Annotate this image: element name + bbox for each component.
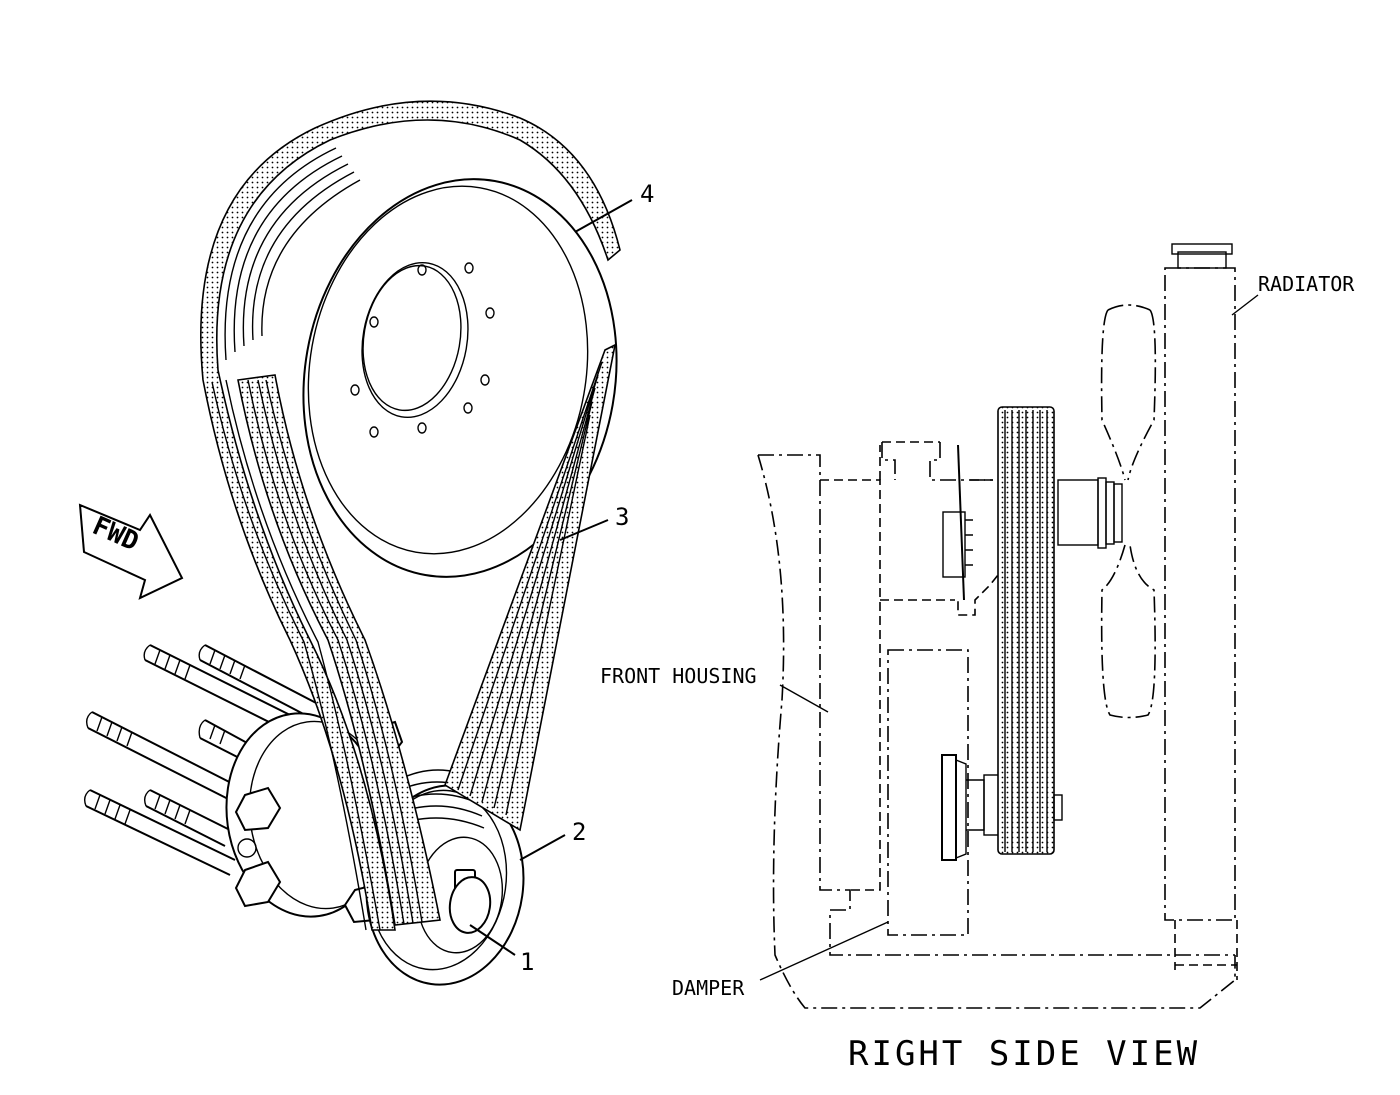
callout-3: 3 (615, 503, 629, 531)
belt-drive-illustration: FWD 1 2 3 4 (78, 100, 654, 986)
radiator-outline (1164, 243, 1238, 980)
damper-label: DAMPER (672, 976, 745, 1000)
damper-outline (887, 649, 969, 936)
v-belt-set (200, 100, 621, 931)
belt-side-view (997, 406, 1063, 855)
callout-2: 2 (572, 818, 586, 846)
callout-4: 4 (640, 180, 654, 208)
callout-1: 1 (520, 948, 534, 976)
view-title: RIGHT SIDE VIEW (848, 1034, 1200, 1074)
callouts: 1 2 3 4 (469, 180, 654, 976)
right-side-view: RADIATOR FRONT HOUSING DAMPER RIGHT SIDE… (600, 243, 1355, 1074)
mounting-studs (83, 644, 321, 876)
damper-ring (941, 754, 957, 861)
radiator-label: RADIATOR (1258, 272, 1355, 296)
large-pulley (302, 178, 618, 578)
front-housing-label: FRONT HOUSING (600, 664, 757, 688)
fan (1057, 304, 1157, 719)
front-housing-outline (757, 441, 1236, 1009)
forward-direction-arrow: FWD (78, 503, 184, 600)
